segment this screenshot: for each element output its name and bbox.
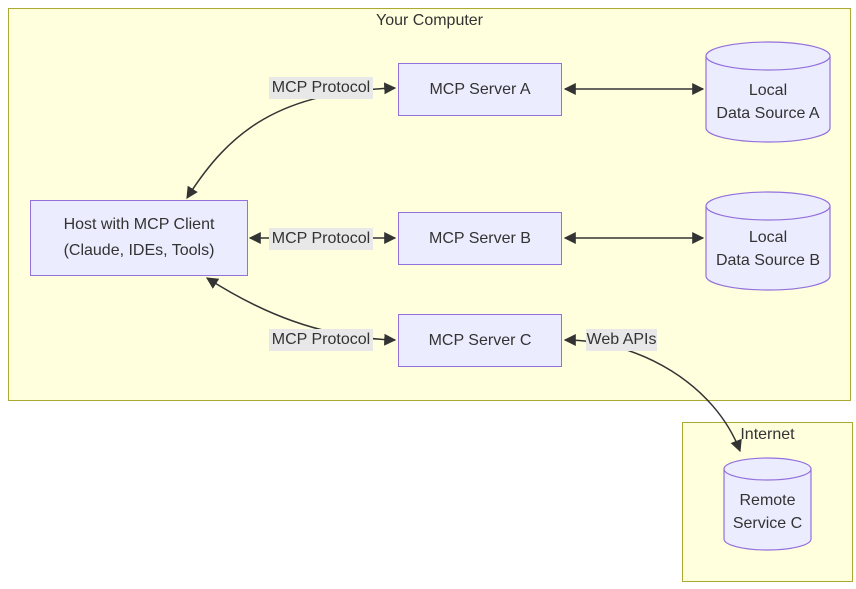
source-a-label-line1: Local bbox=[748, 82, 788, 99]
node-mcp-server-b-label: MCP Server B bbox=[429, 229, 531, 247]
edge-label-mcp-protocol-a: MCP Protocol bbox=[269, 77, 373, 99]
remote-c-label-line2: Service C bbox=[732, 515, 803, 532]
cylinder-local-data-source-a bbox=[705, 41, 831, 143]
node-host-with-mcp-client: Host with MCP Client (Claude, IDEs, Tool… bbox=[30, 200, 248, 276]
cluster-internet-label: Internet bbox=[740, 426, 795, 443]
edge-label-mcp-protocol-b: MCP Protocol bbox=[269, 228, 373, 250]
edge-label-mcp-protocol-c: MCP Protocol bbox=[269, 329, 373, 351]
node-mcp-server-c-label: MCP Server C bbox=[428, 331, 532, 349]
cylinder-remote-service-c bbox=[723, 457, 812, 551]
node-mcp-server-b: MCP Server B bbox=[398, 212, 562, 265]
node-mcp-server-c: MCP Server C bbox=[398, 314, 562, 367]
node-mcp-server-a-label: MCP Server A bbox=[429, 80, 531, 98]
cylinder-remote-service-c-label: Remote Service C bbox=[715, 489, 820, 535]
node-host-label-line2: (Claude, IDEs, Tools) bbox=[63, 242, 215, 259]
cylinder-local-data-source-b-label: Local Data Source B bbox=[706, 226, 830, 272]
remote-c-label-line1: Remote bbox=[739, 492, 796, 509]
cylinder-local-data-source-b bbox=[705, 191, 831, 291]
node-host-label-line1: Host with MCP Client bbox=[63, 216, 215, 233]
source-a-label-line2: Data Source A bbox=[716, 105, 820, 122]
node-mcp-server-a: MCP Server A bbox=[398, 63, 562, 116]
source-b-label-line1: Local bbox=[748, 229, 788, 246]
cylinder-local-data-source-a-label: Local Data Source A bbox=[706, 79, 830, 125]
edge-host-to-server-a bbox=[186, 82, 397, 200]
source-b-label-line2: Data Source B bbox=[715, 252, 821, 269]
edge-label-web-apis: Web APIs bbox=[586, 329, 657, 351]
cluster-your-computer-label: Your Computer bbox=[375, 12, 484, 29]
edge-server-c-to-remote-c bbox=[563, 334, 742, 453]
